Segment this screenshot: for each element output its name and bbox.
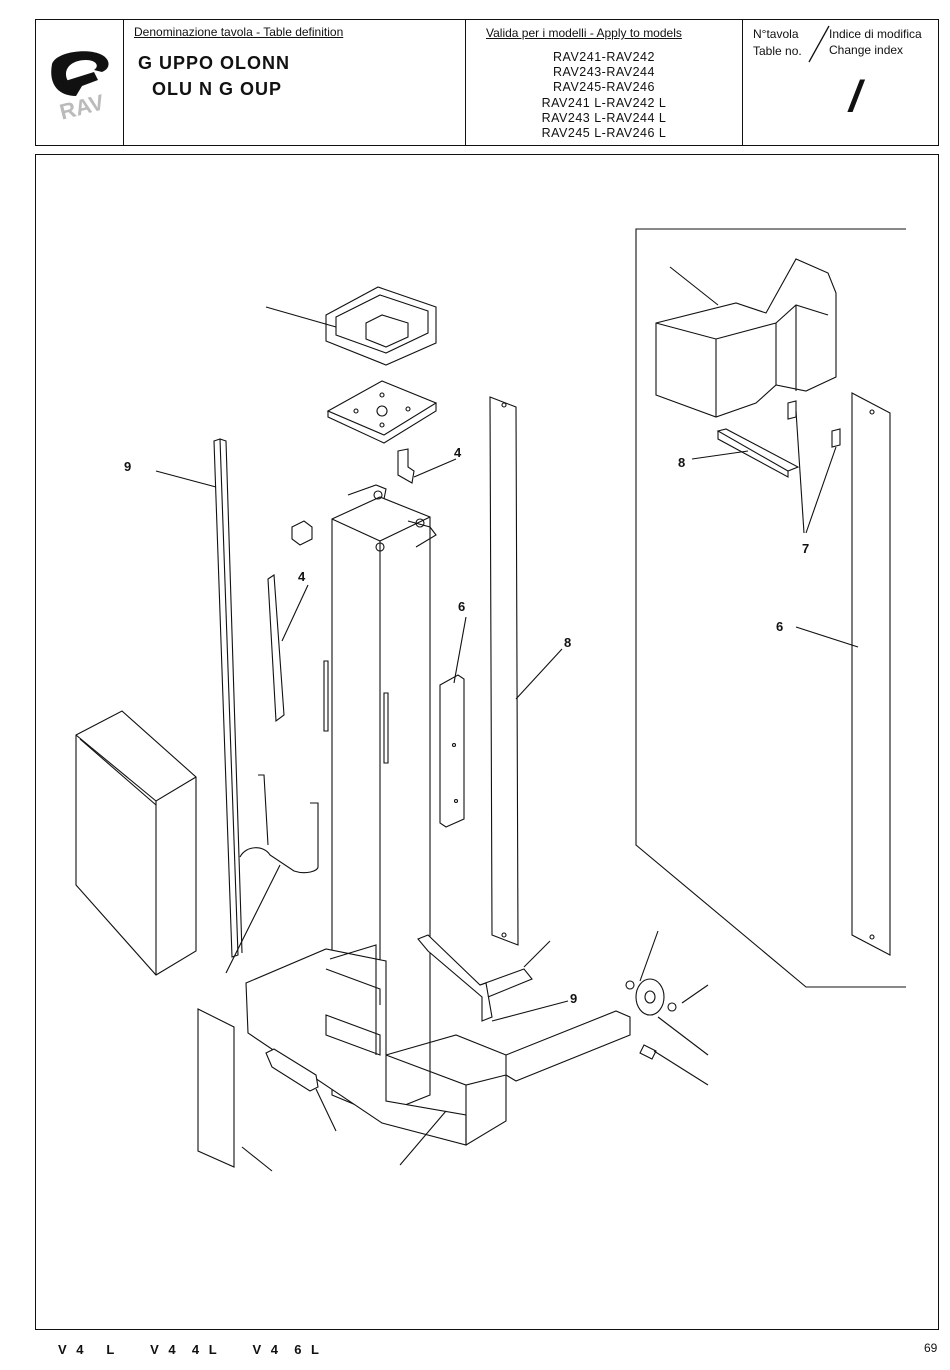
table-definition-label: Denominazione tavola - Table definition [134, 25, 344, 39]
callout-8-center: 8 [564, 635, 571, 650]
column-top-cover [655, 258, 837, 418]
left-rail [213, 438, 243, 958]
sensor-part [291, 520, 313, 546]
model-line: RAV245-RAV246 [553, 80, 655, 95]
table-no-label-en: Table no. [753, 44, 802, 58]
exploded-view-drawing: 9 4 4 6 8 9 8 7 6 [35, 154, 939, 1330]
table-definition-cell: Denominazione tavola - Table definition … [124, 20, 466, 145]
leader-lines [155, 266, 859, 1172]
clamp [265, 1048, 319, 1092]
divider-slash [808, 25, 830, 63]
change-index-label-en: Change index [829, 43, 904, 57]
callout-6-center: 6 [458, 599, 465, 614]
logo-cell: RAV [36, 20, 124, 145]
callout-9-left: 9 [124, 459, 131, 474]
change-index-value: / [849, 72, 862, 121]
inset-bracket [716, 400, 841, 478]
table-no-label-it: N°tavola [753, 27, 799, 41]
model-line: RAV241 L-RAV242 L [541, 95, 667, 110]
inset-frame [635, 228, 906, 988]
top-plate [326, 380, 438, 444]
table-no-cell: N°tavola Table no. Indice di modifica Ch… [743, 20, 938, 145]
side-bracket [267, 574, 285, 723]
electrical-box [75, 710, 197, 976]
small-bracket-top [397, 448, 415, 484]
title-line-1: G UPPO OLONN [138, 53, 291, 73]
inset-long-panel [851, 392, 891, 956]
handle [239, 774, 319, 874]
models-list: RAV241-RAV242 RAV243-RAV244 RAV245-RAV24… [466, 50, 742, 141]
logo-text: RAV [57, 89, 107, 124]
model-line: RAV245 L-RAV246 L [541, 126, 667, 141]
model-line: RAV241-RAV242 [553, 50, 655, 64]
base-bracket [417, 934, 533, 1022]
column-side-panel [439, 674, 465, 828]
callout-6-inset: 6 [776, 619, 783, 634]
column-base [245, 944, 631, 1146]
top-cap [325, 286, 437, 366]
callout-9-base: 9 [570, 991, 577, 1006]
title-block: RAV Denominazione tavola - Table definit… [35, 19, 939, 146]
callout-4-top: 4 [454, 445, 462, 460]
column-group-diagram: 9 4 4 6 8 9 8 7 6 [75, 228, 906, 1172]
long-strip [489, 396, 519, 946]
title-line-2: OLU N G OUP [152, 79, 283, 99]
rav-logo-icon: RAV [51, 51, 109, 125]
models-label: Valida per i modelli - Apply to models [486, 26, 682, 40]
callout-8-inset: 8 [678, 455, 685, 470]
callout-4-mid: 4 [298, 569, 306, 584]
wheel [625, 978, 677, 1060]
models-cell: Valida per i modelli - Apply to models R… [466, 20, 743, 145]
change-index-label-it: Indice di modifica [829, 27, 922, 41]
model-line: RAV243 L-RAV244 L [541, 110, 667, 125]
footer-models: V 4 L V 4 4 L V 4 6 L [58, 1342, 322, 1357]
callout-labels: 9 4 4 6 8 9 8 7 6 [124, 445, 809, 1006]
callout-7-inset: 7 [802, 541, 809, 556]
page-number: 69 [924, 1341, 938, 1355]
model-line: RAV243-RAV244 [553, 65, 655, 80]
rear-panel [197, 1008, 235, 1168]
